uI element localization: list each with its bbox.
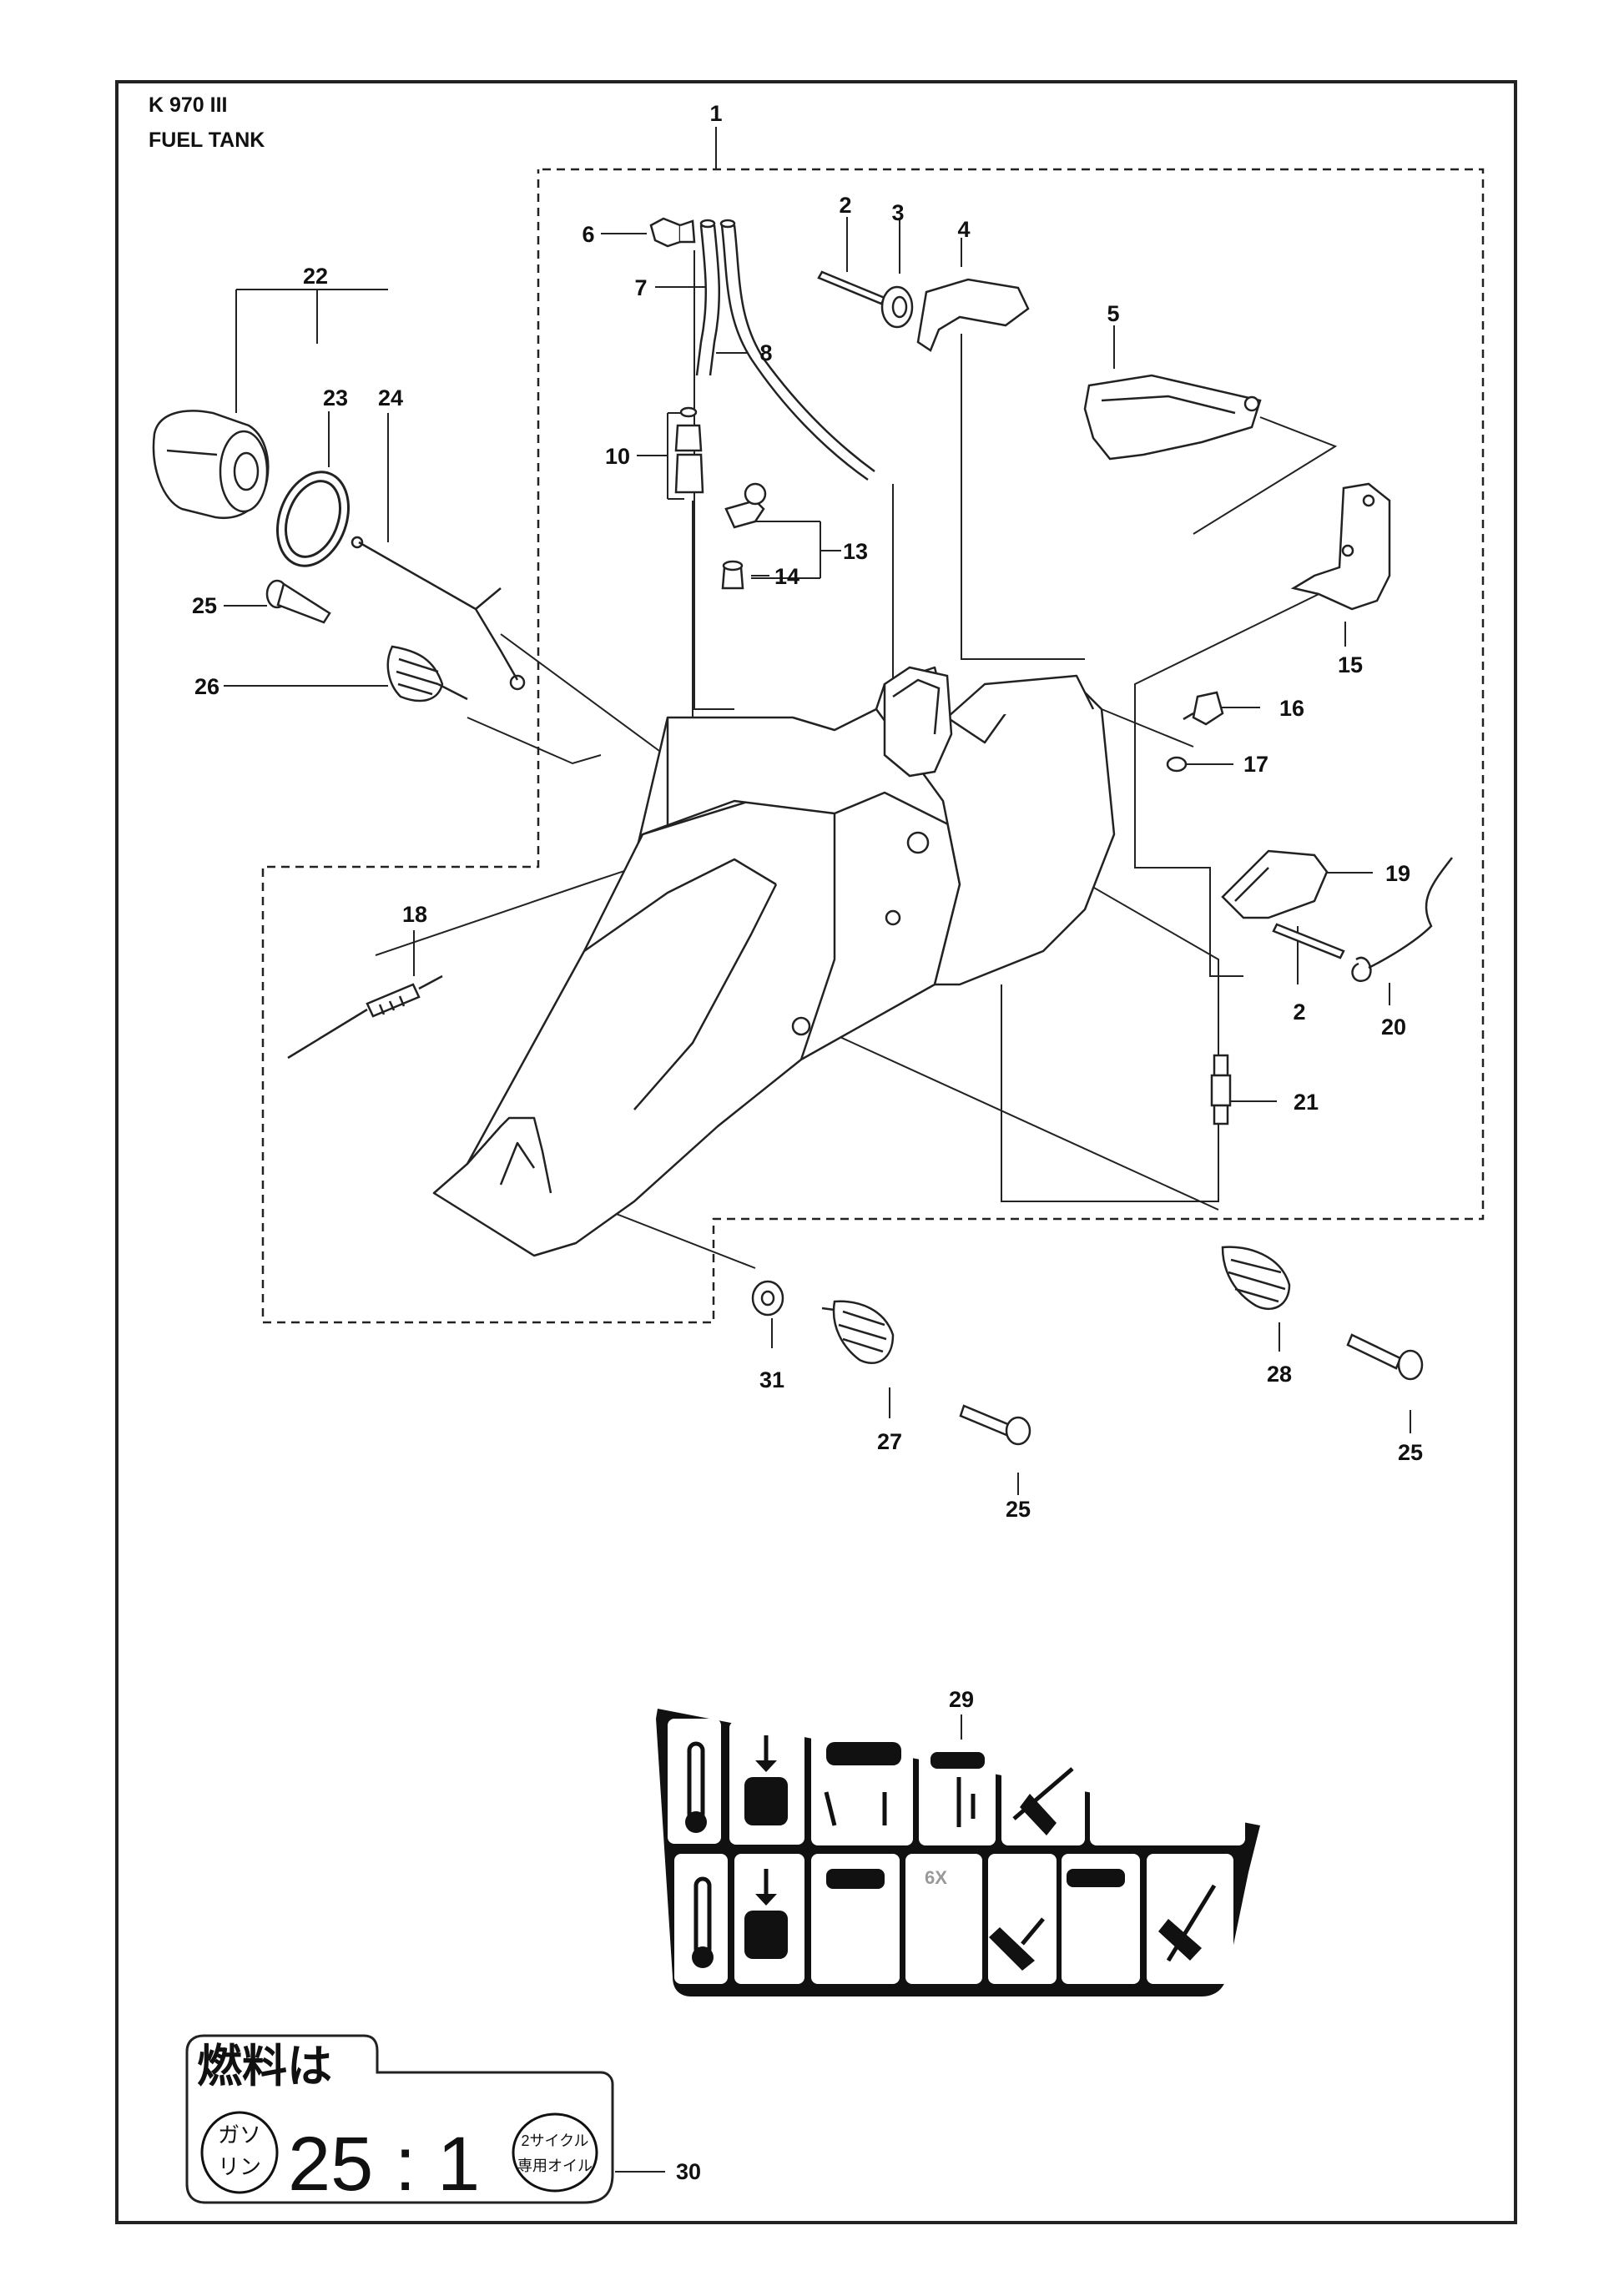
repeat-label: 6X: [925, 1867, 947, 1888]
clip-6: [649, 217, 696, 248]
assembly-line-28: [834, 1034, 1219, 1211]
callout-5: 5: [1107, 301, 1119, 326]
fitting-14: [721, 560, 744, 590]
callout-18: 18: [402, 902, 427, 927]
assembly-line-cap: [500, 633, 660, 752]
pin-2-lower: [1272, 923, 1345, 959]
callout-16: 16: [1279, 696, 1304, 721]
callout-2-top: 2: [839, 193, 851, 218]
assembly-line-filter: [467, 717, 602, 765]
callout-19: 19: [1385, 861, 1410, 886]
mix-ratio: 25 : 1: [288, 2122, 480, 2207]
callout-21: 21: [1294, 1090, 1319, 1115]
callout-30: 30: [676, 2159, 701, 2184]
screw-25-left: [265, 579, 331, 624]
decal-30: 燃料は ガソ リン 25 : 1 2サイクル 専用オイル: [185, 2034, 614, 2207]
gasoline-badge-bottom: リン: [218, 2154, 261, 2179]
callout-23: 23: [323, 385, 348, 410]
callout-24: 24: [378, 385, 403, 410]
knob-3: [880, 285, 914, 329]
fuel-filter-10: [674, 406, 704, 494]
two-stroke-oil-top: 2サイクル: [521, 2132, 588, 2149]
callout-1: 1: [709, 101, 722, 126]
cover-5: [1083, 374, 1262, 461]
bracket-15: [1290, 482, 1391, 611]
two-stroke-oil-bottom: 専用オイル: [517, 2158, 593, 2174]
assembly-line-cover: [1193, 416, 1338, 535]
assembly-line-lever: [961, 334, 1085, 660]
page-frame: [115, 80, 1517, 2224]
housing-handle: [883, 666, 953, 778]
callout-28: 28: [1267, 1362, 1292, 1387]
pin-2-top: [817, 270, 886, 305]
lever-4: [916, 278, 1030, 352]
gasoline-badge-top: ガソ: [218, 2122, 261, 2147]
fuel-heading: 燃料は: [197, 2040, 332, 2092]
callout-31: 31: [759, 1367, 784, 1392]
gasoline-badge: [200, 2111, 279, 2194]
cable-18: [287, 974, 443, 1060]
callout-8: 8: [759, 340, 772, 365]
fuel-cap: [152, 410, 270, 520]
callout-29: 29: [949, 1687, 974, 1712]
section-title: FUEL TANK: [149, 128, 265, 152]
callout-25-center: 25: [1006, 1497, 1031, 1522]
screw-17: [1166, 756, 1188, 773]
two-stroke-oil-badge: [512, 2112, 598, 2193]
trigger-19: [1221, 849, 1329, 919]
cap-gasket: [275, 471, 351, 567]
callout-6: 6: [582, 222, 594, 247]
callout-7: 7: [634, 275, 647, 300]
damper-28: [1221, 1246, 1291, 1311]
callout-4: 4: [957, 217, 970, 242]
model-title: K 970 III: [149, 93, 228, 117]
damper-26: [386, 645, 468, 702]
assembly-line-16: [1101, 708, 1194, 748]
screw-25-center: [959, 1404, 1031, 1446]
spring-20: [1351, 857, 1453, 983]
callout-14: 14: [774, 564, 799, 589]
callout-3: 3: [891, 200, 904, 225]
callout-2-lower: 2: [1293, 999, 1305, 1025]
washer-31: [751, 1280, 784, 1317]
assembly-line-plug: [1001, 833, 1219, 1202]
part-21: [1210, 1054, 1232, 1125]
fuel-hoses: [695, 219, 875, 481]
screw-25-right: [1346, 1333, 1424, 1381]
callout-25-left: 25: [192, 593, 217, 618]
assembly-line-tank: [693, 250, 734, 710]
fuel-tank-housing: [432, 666, 1116, 1257]
callout-17: 17: [1243, 752, 1268, 777]
cap-strap: [351, 536, 526, 691]
part-16: [1183, 691, 1224, 726]
callout-22: 22: [303, 264, 328, 289]
assembly-line-bracket: [1134, 583, 1340, 977]
callout-25-right: 25: [1398, 1440, 1423, 1465]
callout-27: 27: [877, 1429, 902, 1454]
callout-20: 20: [1381, 1015, 1406, 1040]
decal-29: 6X: [656, 1709, 1260, 1996]
callout-15: 15: [1338, 652, 1363, 677]
callout-26: 26: [194, 674, 219, 699]
damper-27: [821, 1300, 895, 1364]
callout-10: 10: [605, 444, 630, 469]
callout-13: 13: [843, 539, 868, 564]
fitting-13: [724, 482, 767, 529]
